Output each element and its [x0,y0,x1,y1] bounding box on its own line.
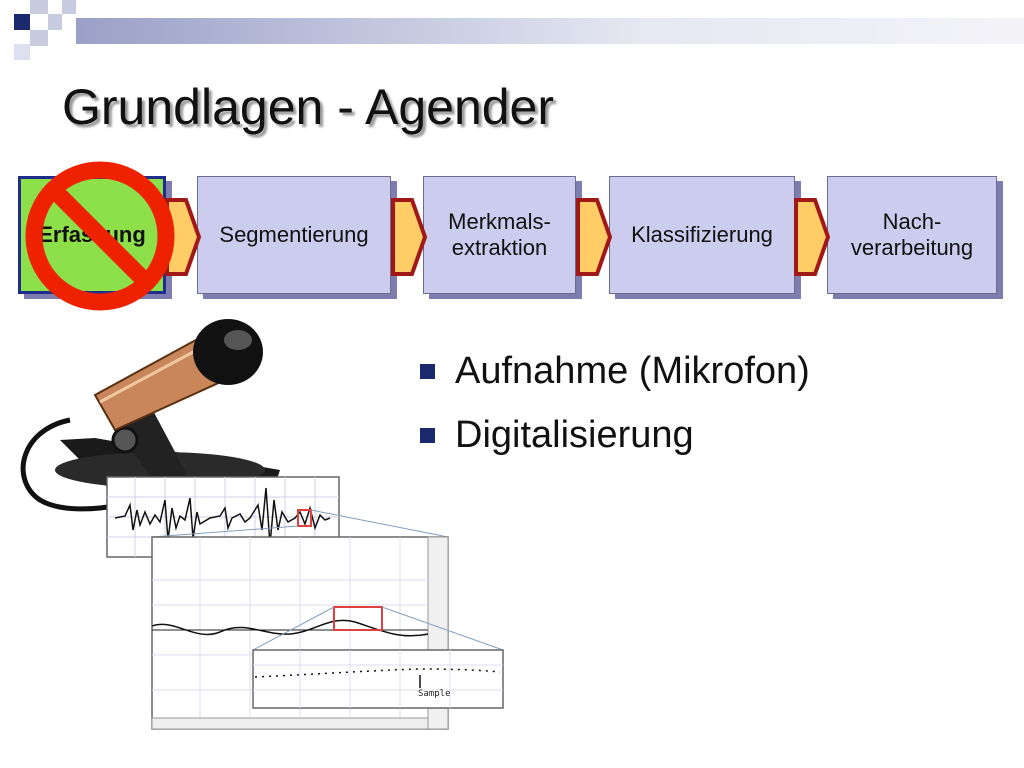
bullet-item: Aufnahme (Mikrofon) [420,350,810,393]
page-title: Grundlagen - Agender [62,79,555,135]
bullet-square-icon [420,364,435,379]
stage-label: Klassifizierung [631,222,773,247]
waveform-window-samples: Sample [252,649,504,709]
stage-klassifizierung: Klassifizierung [609,176,795,294]
stage-label: Nach- verarbeitung [850,209,974,260]
prohibition-sign-icon [25,161,175,311]
bullet-square-icon [420,428,435,443]
stage-merkmalsextraktion: Merkmals- extraktion [423,176,576,294]
stage-label: Merkmals- extraktion [448,209,551,260]
arrow-right-icon [391,198,428,276]
sample-label: Sample [418,689,451,699]
header-decoration [0,0,1024,60]
stage-label: Segmentierung [219,222,369,247]
arrow-right-icon [576,198,613,276]
bullet-text: Digitalisierung [455,414,694,456]
stage-segmentierung: Segmentierung [197,176,391,294]
bullet-item: Digitalisierung [420,414,694,457]
arrow-right-icon [794,198,831,276]
stage-nachverarbeitung: Nach- verarbeitung [827,176,997,294]
bullet-text: Aufnahme (Mikrofon) [455,350,810,392]
